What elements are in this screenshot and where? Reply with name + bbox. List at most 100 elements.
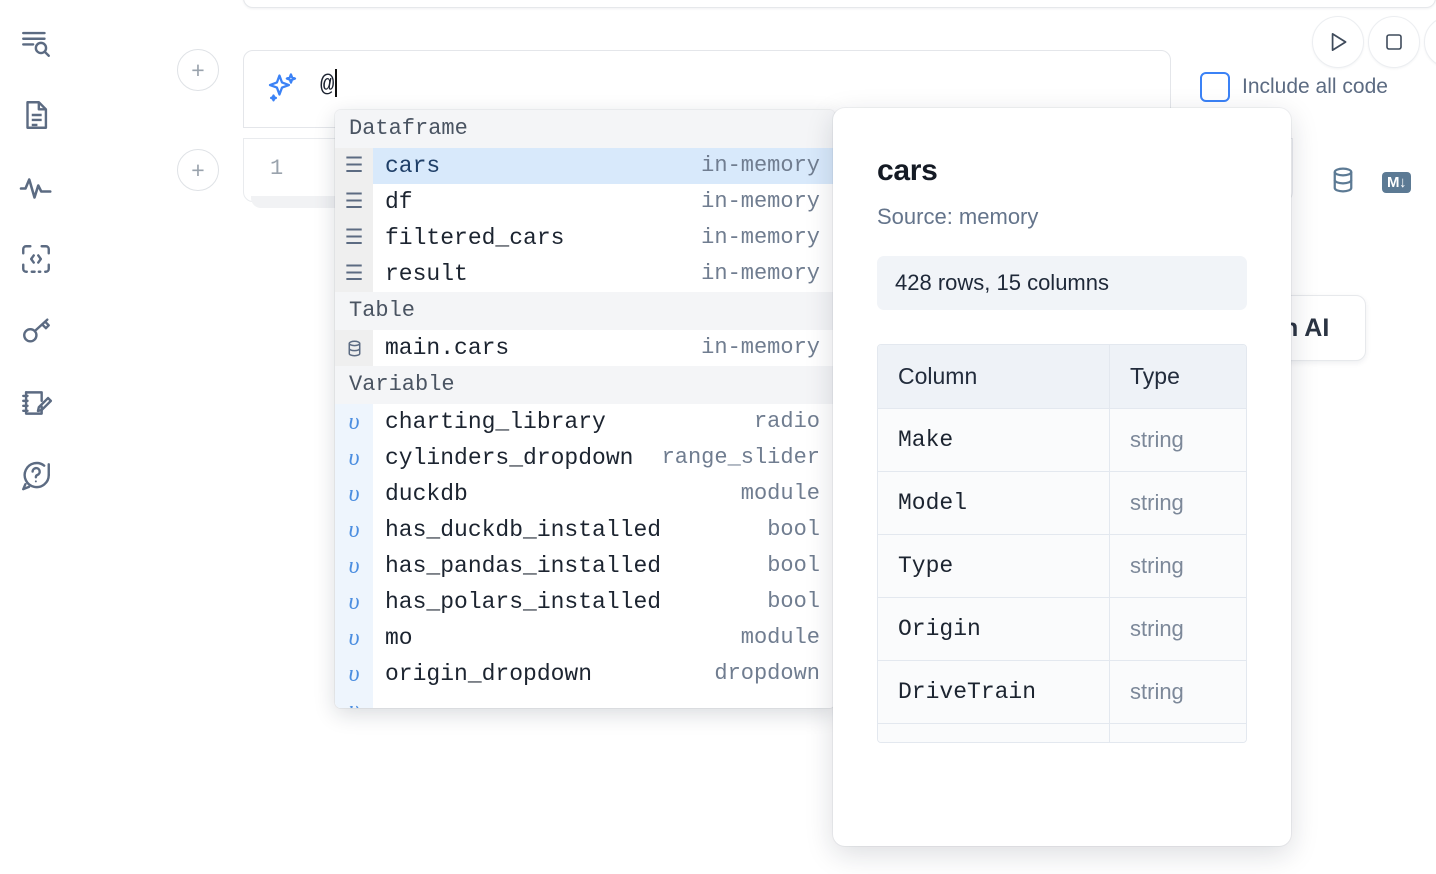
cell-column-type: string: [1130, 427, 1184, 452]
cell-column-type: string: [1130, 616, 1184, 641]
autocomplete-item-meta: module: [740, 625, 820, 650]
autocomplete-item-name: cylinders_dropdown: [385, 445, 634, 471]
schema-table: Column Type Make string Model string Typ…: [877, 344, 1247, 743]
variable-icon: υ: [335, 512, 373, 548]
autocomplete-group-label: Dataframe: [335, 110, 835, 148]
run-button[interactable]: [1312, 16, 1364, 68]
autocomplete-item-meta: module: [740, 481, 820, 506]
autocomplete-item-name: filtered_cars: [385, 225, 565, 251]
preview-stats: 428 rows, 15 columns: [877, 256, 1247, 310]
autocomplete-item-name: charting_library: [385, 409, 606, 435]
autocomplete-item-name: has_pandas_installed: [385, 553, 662, 579]
autocomplete-item-name: main.cars: [385, 335, 510, 361]
autocomplete-item-name: cars: [373, 148, 441, 184]
autocomplete-item-df[interactable]: ☰ df in-memory: [335, 184, 835, 220]
markdown-icon[interactable]: M↓: [1382, 172, 1411, 193]
autocomplete-group-label: Table: [335, 292, 835, 330]
add-cell-button-top[interactable]: +: [177, 49, 219, 91]
notebook-edit-icon[interactable]: [14, 378, 58, 428]
autocomplete-item-meta: in-memory: [701, 189, 820, 214]
cell-column-type: string: [1130, 553, 1184, 578]
cell-toolbar: M↓: [1328, 165, 1411, 200]
ai-prompt-input[interactable]: @: [320, 69, 338, 103]
cell-column-name: Type: [878, 535, 1110, 597]
autocomplete-item-has-duckdb-installed[interactable]: υ has_duckdb_installed bool: [335, 512, 835, 548]
outline-search-icon[interactable]: [14, 18, 58, 68]
autocomplete-item-has-pandas-installed[interactable]: υ has_pandas_installed bool: [335, 548, 835, 584]
autocomplete-item-meta: bool: [767, 553, 820, 578]
dataframe-icon: ☰: [335, 148, 373, 184]
preview-title: cars: [877, 154, 938, 187]
dataframe-preview-panel: cars Source: memory 428 rows, 15 columns…: [833, 108, 1291, 846]
help-chat-icon[interactable]: [14, 450, 58, 500]
autocomplete-item-result[interactable]: ☰ result in-memory: [335, 256, 835, 292]
variable-icon: υ: [335, 656, 373, 692]
autocomplete-item-meta: in-memory: [701, 261, 820, 286]
autocomplete-item-name: duckdb: [385, 481, 468, 507]
add-cell-button-bottom[interactable]: +: [177, 149, 219, 191]
autocomplete-item-meta: bool: [767, 589, 820, 614]
autocomplete-item-name: mo: [385, 625, 413, 651]
table-db-icon: [335, 330, 373, 366]
autocomplete-item-filtered-cars[interactable]: ☰ filtered_cars in-memory: [335, 220, 835, 256]
variable-icon: υ: [335, 476, 373, 512]
autocomplete-item-partial[interactable]: υ: [335, 692, 835, 708]
more-actions-button[interactable]: [1424, 16, 1436, 68]
cell-column-name: Origin: [878, 598, 1110, 660]
include-all-code-checkbox[interactable]: [1200, 72, 1230, 102]
preview-source: Source: memory: [877, 204, 1039, 229]
variable-icon: υ: [335, 548, 373, 584]
column-header-type: Type: [1130, 363, 1180, 389]
cell-column-type: string: [1130, 490, 1184, 515]
autocomplete-item-has-polars-installed[interactable]: υ has_polars_installed bool: [335, 584, 835, 620]
autocomplete-item-origin-dropdown[interactable]: υ origin_dropdown dropdown: [335, 656, 835, 692]
table-row-partial: [878, 724, 1246, 742]
variable-icon: υ: [335, 620, 373, 656]
table-row: DriveTrain string: [878, 661, 1246, 724]
code-brackets-icon[interactable]: [14, 234, 58, 284]
autocomplete-item-main-cars[interactable]: main.cars in-memory: [335, 330, 835, 366]
autocomplete-item-meta: dropdown: [714, 661, 820, 686]
autocomplete-dropdown[interactable]: Dataframe ☰ cars in-memory ☰ df in-memor…: [335, 110, 835, 708]
autocomplete-item-charting-library[interactable]: υ charting_library radio: [335, 404, 835, 440]
dataframe-icon: ☰: [335, 184, 373, 220]
table-row: Model string: [878, 472, 1246, 535]
autocomplete-item-meta: range_slider: [661, 445, 820, 470]
stop-button[interactable]: [1368, 16, 1420, 68]
ai-prompt-value: @: [320, 72, 335, 99]
cell-column-name: Model: [878, 472, 1110, 534]
autocomplete-item-meta: bool: [767, 517, 820, 542]
database-icon[interactable]: [1328, 165, 1358, 200]
table-row: Make string: [878, 409, 1246, 472]
autocomplete-item-cars[interactable]: ☰ cars in-memory: [335, 148, 835, 184]
autocomplete-item-mo[interactable]: υ mo module: [335, 620, 835, 656]
line-number: 1: [270, 156, 284, 181]
cell-column-type: string: [1130, 679, 1184, 704]
left-sidebar: [0, 0, 72, 874]
autocomplete-group-label: Variable: [335, 366, 835, 404]
autocomplete-item-cylinders-dropdown[interactable]: υ cylinders_dropdown range_slider: [335, 440, 835, 476]
key-icon[interactable]: [14, 306, 58, 356]
sparkle-icon: [266, 71, 300, 105]
include-all-code-row[interactable]: Include all code: [1200, 72, 1388, 102]
autocomplete-item-meta: in-memory: [701, 148, 835, 184]
include-all-code-label: Include all code: [1242, 75, 1388, 98]
table-header-row: Column Type: [878, 345, 1246, 409]
autocomplete-item-name: df: [385, 189, 413, 215]
autocomplete-item-duckdb[interactable]: υ duckdb module: [335, 476, 835, 512]
cell-column-name: Make: [878, 409, 1110, 471]
variable-icon: υ: [335, 440, 373, 476]
dataframe-icon: ☰: [335, 220, 373, 256]
autocomplete-item-meta: radio: [753, 409, 820, 434]
activity-pulse-icon[interactable]: [14, 162, 58, 212]
text-caret: [335, 69, 338, 97]
table-row: Origin string: [878, 598, 1246, 661]
autocomplete-item-name: result: [385, 261, 468, 287]
document-icon[interactable]: [14, 90, 58, 140]
variable-icon: υ: [335, 404, 373, 440]
variable-icon: υ: [335, 584, 373, 620]
autocomplete-item-meta: in-memory: [701, 225, 820, 250]
autocomplete-item-name: has_duckdb_installed: [385, 517, 662, 543]
autocomplete-item-meta: in-memory: [701, 335, 820, 360]
